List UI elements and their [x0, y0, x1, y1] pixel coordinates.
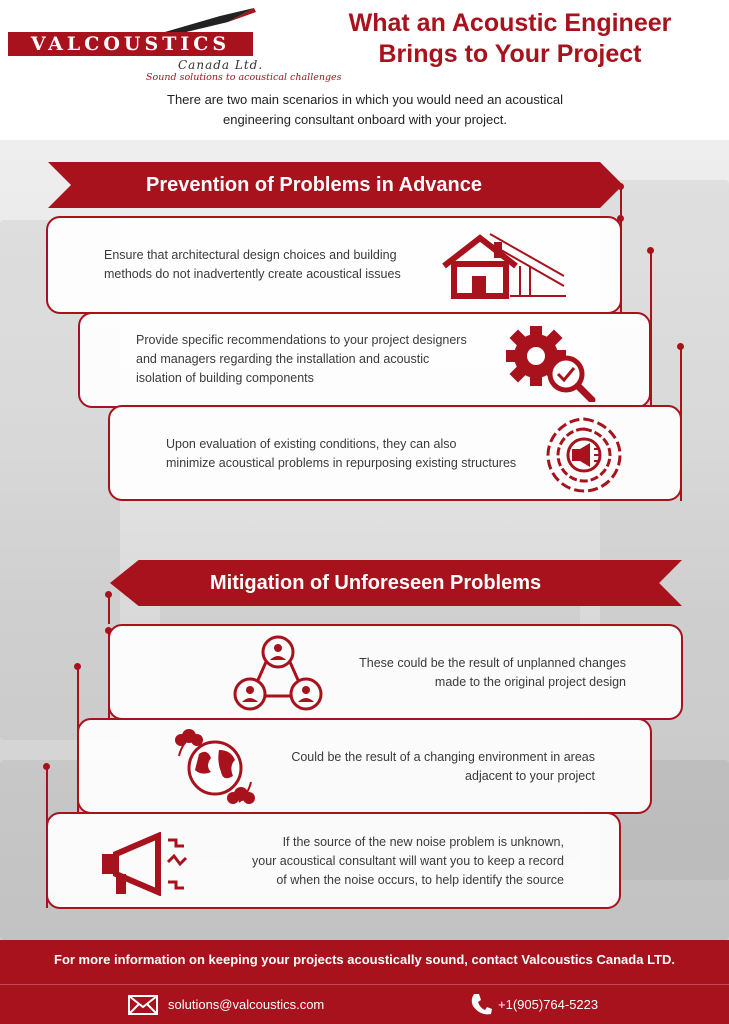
globe-clouds-icon	[175, 729, 255, 804]
card-text: Upon evaluation of existing conditions, …	[166, 435, 516, 473]
card-text: These could be the result of unplanned c…	[346, 654, 626, 692]
logo-tagline: Sound solutions to acoustical challenges	[146, 72, 342, 83]
card-line: and managers regarding the installation …	[136, 352, 430, 366]
card-line: your acoustical consultant will want you…	[252, 854, 564, 868]
card-line: Could be the result of a changing enviro…	[291, 750, 595, 764]
card-text: Provide specific recommendations to your…	[136, 331, 467, 388]
card-line: These could be the result of unplanned c…	[359, 656, 626, 670]
connector-dot	[617, 215, 624, 222]
megaphone-icon	[102, 832, 188, 896]
card-line: isolation of building components	[136, 371, 314, 385]
card-prevention-2: Provide specific recommendations to your…	[78, 312, 651, 408]
footer-phone-link[interactable]: +1(905)764-5223	[498, 997, 599, 1012]
connector-line	[650, 250, 652, 407]
speaker-sound-waves-icon	[546, 417, 622, 493]
card-line: adjacent to your project	[465, 769, 595, 783]
section-banner-prevention: Prevention of Problems in Advance	[48, 162, 623, 208]
gear-magnifier-check-icon	[506, 326, 596, 402]
connector-line	[108, 594, 110, 624]
card-mitigation-1: These could be the result of unplanned c…	[108, 624, 683, 720]
connector-dot	[677, 343, 684, 350]
envelope-icon	[128, 995, 158, 1015]
intro-line-2: engineering consultant onboard with your…	[222, 112, 507, 127]
card-line: of when the noise occurs, to help identi…	[276, 873, 564, 887]
connector-dot	[647, 247, 654, 254]
page-title: What an Acoustic Engineer Brings to Your…	[290, 8, 729, 70]
card-line: minimize acoustical problems in repurpos…	[166, 456, 517, 470]
phone-icon	[471, 994, 492, 1015]
card-prevention-3: Upon evaluation of existing conditions, …	[108, 405, 682, 501]
connector-line	[620, 186, 622, 216]
logo-subtitle: Canada Ltd.	[178, 58, 264, 72]
connector-dot	[43, 763, 50, 770]
intro-line-1: There are two main scenarios in which yo…	[167, 92, 563, 107]
footer-email-link[interactable]: solutions@valcoustics.com	[168, 997, 325, 1012]
card-text: Ensure that architectural design choices…	[104, 246, 401, 284]
house-blueprint-icon	[442, 233, 566, 299]
section-banner-mitigation: Mitigation of Unforeseen Problems	[110, 560, 682, 606]
header: VALCOUSTICS Canada Ltd. Sound solutions …	[0, 0, 729, 140]
footer: For more information on keeping your pro…	[0, 940, 729, 1024]
card-prevention-1: Ensure that architectural design choices…	[46, 216, 622, 314]
card-mitigation-2: Could be the result of a changing enviro…	[77, 718, 652, 814]
footer-info: For more information on keeping your pro…	[54, 952, 675, 967]
card-line: If the source of the new noise problem i…	[282, 835, 564, 849]
connector-dot	[105, 591, 112, 598]
connector-dot	[105, 627, 112, 634]
footer-divider	[0, 984, 729, 985]
team-network-icon	[233, 635, 323, 711]
logo-brand: VALCOUSTICS	[8, 32, 253, 56]
card-line: made to the original project design	[434, 675, 626, 689]
valcoustics-logo[interactable]: VALCOUSTICS Canada Ltd. Sound solutions …	[8, 6, 342, 86]
card-text: If the source of the new noise problem i…	[224, 833, 564, 890]
card-line: Ensure that architectural design choices…	[104, 248, 397, 262]
card-text: Could be the result of a changing enviro…	[275, 748, 595, 786]
card-mitigation-3: If the source of the new noise problem i…	[46, 812, 621, 909]
title-line-1: What an Acoustic Engineer	[348, 9, 672, 37]
card-line: methods do not inadvertently create acou…	[104, 267, 401, 281]
connector-dot	[74, 663, 81, 670]
card-line: Upon evaluation of existing conditions, …	[166, 437, 457, 451]
card-line: Provide specific recommendations to your…	[136, 333, 467, 347]
intro-text: There are two main scenarios in which yo…	[120, 90, 610, 130]
title-line-2: Brings to Your Project	[378, 40, 642, 68]
logo-swoosh-icon	[158, 8, 256, 34]
